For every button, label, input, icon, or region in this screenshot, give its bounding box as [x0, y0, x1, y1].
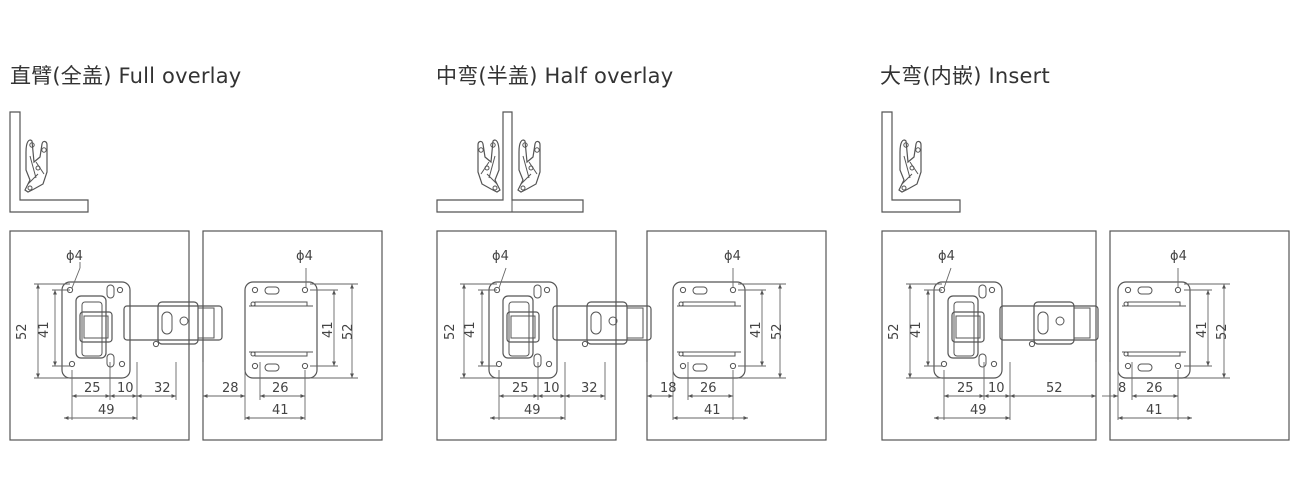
- p2-phi-right: ϕ4: [724, 249, 741, 264]
- p1-dim-28: 28: [222, 381, 239, 396]
- panel-2-left-frame: [436, 230, 617, 441]
- p2-phi-left: ϕ4: [492, 249, 509, 264]
- p2-dim-26: 26: [700, 381, 717, 396]
- p3-dim-49: 49: [970, 403, 987, 418]
- p1-dim-26: 26: [272, 381, 289, 396]
- p3-dim-52-bottom: 52: [1046, 381, 1063, 396]
- p1-dim-41-right: 41: [321, 321, 336, 338]
- p1-dim-52-right: 52: [341, 323, 356, 340]
- p3-dim-26: 26: [1146, 381, 1163, 396]
- p3-dim-25: 25: [957, 381, 974, 396]
- p2-dim-52-right: 52: [770, 323, 785, 340]
- p3-phi-right: ϕ4: [1170, 249, 1187, 264]
- p2-dim-41-left: 41: [463, 321, 478, 338]
- p3-dim-41-right: 41: [1195, 321, 1210, 338]
- p3-dim-52-right: 52: [1215, 323, 1230, 340]
- p3-phi-left: ϕ4: [938, 249, 955, 264]
- p1-dim-41-bottom: 41: [272, 403, 289, 418]
- p1-dim-32: 32: [154, 381, 171, 396]
- p1-dim-49: 49: [98, 403, 115, 418]
- p1-phi-left: ϕ4: [66, 249, 83, 264]
- p3-dim-52-left: 52: [887, 323, 902, 340]
- p3-dim-41-bottom: 41: [1146, 403, 1163, 418]
- p2-dim-49: 49: [524, 403, 541, 418]
- panel-3-title: 大弯(内嵌) Insert: [880, 64, 1050, 88]
- p3-dim-8: 8: [1118, 381, 1126, 396]
- p1-phi-right: ϕ4: [296, 249, 313, 264]
- p2-dim-52-left: 52: [443, 323, 458, 340]
- panel-3-side-view: [881, 111, 961, 213]
- p2-dim-41-bottom: 41: [704, 403, 721, 418]
- p1-dim-25: 25: [84, 381, 101, 396]
- panel-1-right-frame: [202, 230, 383, 441]
- panel-1-title: 直臂(全盖) Full overlay: [10, 64, 242, 88]
- p3-dim-41-left: 41: [909, 321, 924, 338]
- p2-dim-25: 25: [512, 381, 529, 396]
- panel-3-right-frame: [1109, 230, 1290, 441]
- p2-dim-18: 18: [660, 381, 677, 396]
- p2-dim-10: 10: [543, 381, 560, 396]
- panel-3-left-frame: [881, 230, 1097, 441]
- panel-1: ϕ4 52 41 25 10 32 49 ϕ4 41 52 28 26 41: [9, 111, 383, 441]
- panel-1-side-view: [9, 111, 89, 213]
- p2-dim-41-right: 41: [749, 321, 764, 338]
- p2-dim-32: 32: [581, 381, 598, 396]
- panel-1-left-frame: [9, 230, 190, 441]
- p1-dim-52-left: 52: [15, 323, 30, 340]
- panel-2-right-frame: [646, 230, 827, 441]
- panel-2-side-view: [436, 111, 584, 213]
- p1-dim-10: 10: [117, 381, 134, 396]
- p3-dim-10: 10: [988, 381, 1005, 396]
- panel-2: ϕ4 52 41 25 10 32 49 ϕ4 41 52 18 26 41: [436, 111, 827, 441]
- p1-dim-41-left: 41: [37, 321, 52, 338]
- panel-3: ϕ4 52 41 25 10 52 49 ϕ4 41 52 8 26 41: [881, 111, 1290, 441]
- panel-2-title: 中弯(半盖) Half overlay: [436, 64, 674, 88]
